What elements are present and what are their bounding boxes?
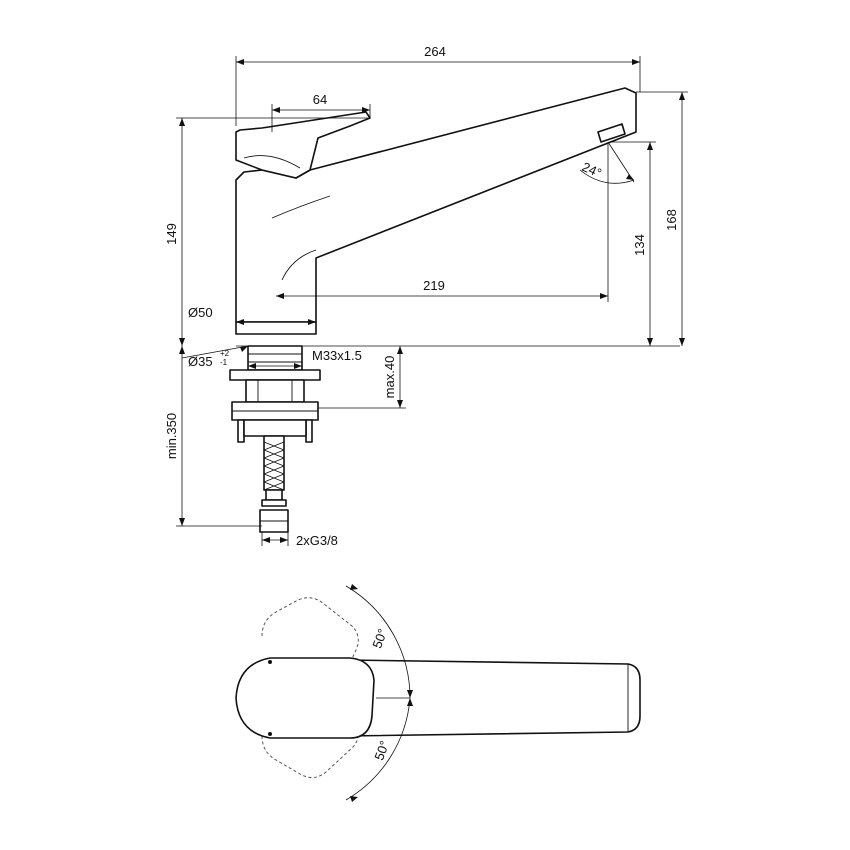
dim-lever-length: 64: [313, 92, 327, 107]
fixing-plate: [229, 369, 321, 381]
braided-hose: [263, 435, 285, 491]
dim-hole-tol-minus: -1: [220, 358, 228, 367]
dim-spout-height: 134: [632, 234, 647, 256]
aerator: [597, 123, 626, 143]
dim-spout-angle: 24°: [580, 159, 604, 181]
top-view: [235, 584, 641, 802]
dim-hose-length: min.350: [164, 413, 179, 459]
dim-base-diameter: Ø50: [188, 305, 213, 320]
dim-thread: M33x1.5: [312, 348, 362, 363]
lever-handle: [235, 111, 371, 179]
dim-lever-angle-bottom: 50°: [371, 739, 392, 763]
dim-hole-diameter: Ø35: [188, 354, 213, 369]
dim-body-height: 149: [164, 223, 179, 245]
side-view: [229, 87, 680, 533]
dim-overall-width: 264: [424, 44, 446, 59]
base-ring: [235, 321, 317, 335]
dim-hole-tol-plus: +2: [220, 349, 230, 358]
dim-max-thickness: max.40: [382, 356, 397, 399]
dimension-lines: [176, 56, 688, 546]
spout-top: [345, 659, 641, 737]
dim-connection: 2xG3/8: [296, 533, 338, 548]
dim-total-height: 168: [664, 209, 679, 231]
dim-lever-angle-top: 50°: [369, 627, 390, 651]
dim-spout-reach: 219: [423, 278, 445, 293]
lever-top: [235, 657, 375, 739]
